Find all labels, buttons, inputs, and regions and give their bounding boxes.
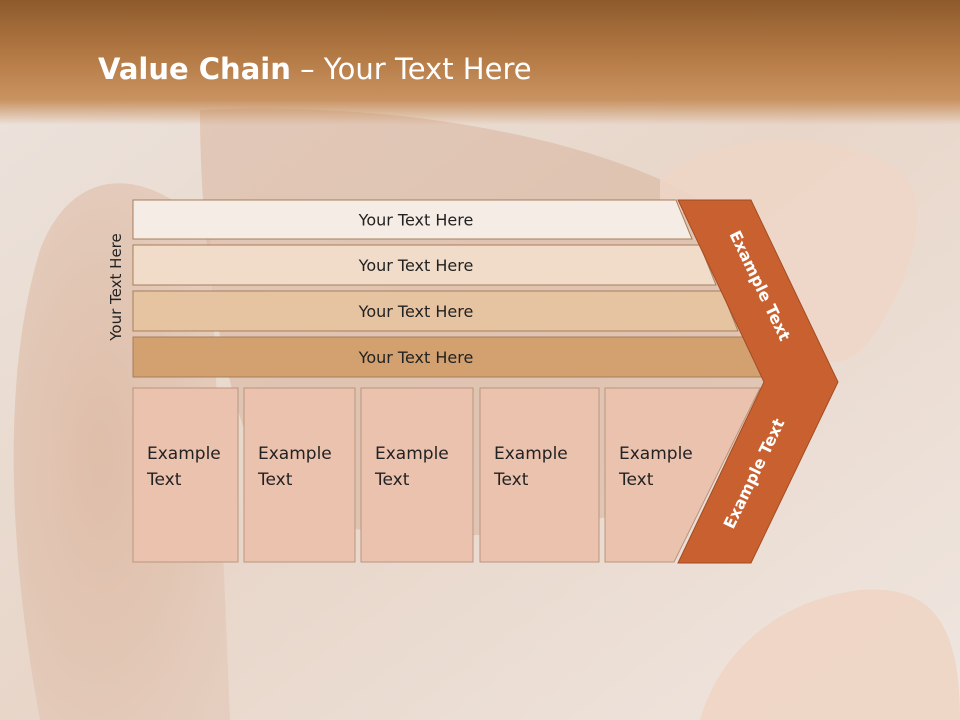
title-rest: – Your Text Here: [290, 52, 532, 86]
column-4: [479, 387, 600, 563]
chevron-reflection: [678, 565, 826, 720]
column-5-line2: Text: [618, 470, 654, 490]
title-bold: Value Chain: [98, 52, 291, 86]
column-2-line1: Example: [258, 444, 332, 464]
column-3-reflection: [360, 565, 474, 720]
column-3-line1: Example: [375, 444, 449, 464]
column-1: [132, 387, 239, 563]
band-3: [132, 290, 739, 332]
band-1: [132, 199, 693, 240]
column-2-reflection: [243, 565, 356, 720]
slide-title: Value Chain – Your Text Here: [98, 52, 532, 86]
column-5: [604, 387, 761, 563]
chevron-arrow: [677, 199, 839, 564]
band-2: [132, 244, 717, 286]
column-4-line2: Text: [493, 470, 529, 490]
column-3: [360, 387, 474, 563]
column-1-line2: Text: [146, 470, 182, 490]
column-4-line1: Example: [494, 444, 568, 464]
band-2-label: Your Text Here: [358, 256, 474, 275]
column-2: [243, 387, 356, 563]
column-1-reflection: [132, 565, 239, 720]
column-5-line1: Example: [619, 444, 693, 464]
band-4-label: Your Text Here: [358, 348, 474, 367]
column-5-reflection: [604, 565, 751, 720]
header-band: [0, 0, 960, 125]
band-3-label: Your Text Here: [358, 302, 474, 321]
column-1-line1: Example: [147, 444, 221, 464]
column-4-reflection: [479, 565, 600, 720]
band-1-label: Your Text Here: [358, 211, 474, 230]
column-2-line2: Text: [257, 470, 293, 490]
column-3-line2: Text: [374, 470, 410, 490]
